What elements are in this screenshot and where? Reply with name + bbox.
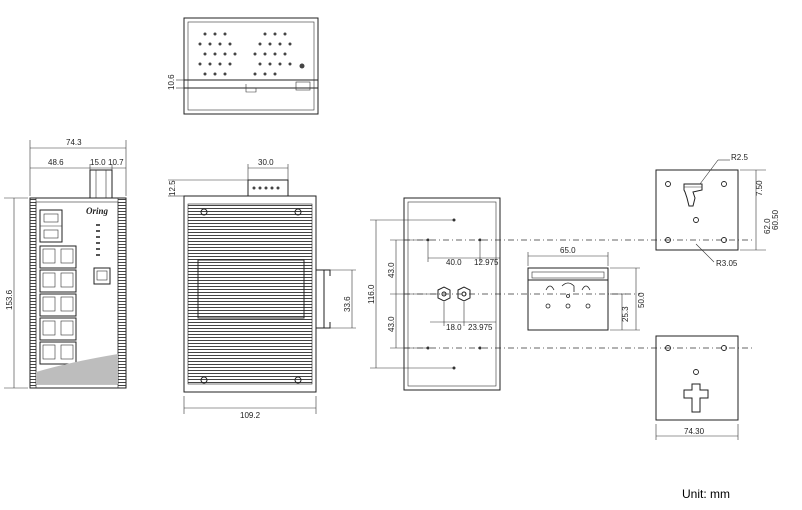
side-rail-height: 33.6 [343, 296, 352, 312]
wall-radius-upper: R2.5 [731, 153, 748, 162]
rear-height-upper: 43.0 [387, 262, 396, 278]
rear-hole-offset: 12.975 [474, 258, 499, 267]
wall-dim-b: 62.0 [763, 218, 772, 234]
front-width-left: 48.6 [48, 158, 64, 167]
front-width-right: 10.7 [108, 158, 124, 167]
wall-radius-lower: R3.05 [716, 259, 738, 268]
rear-screw-offset: 23.975 [468, 323, 493, 332]
clip-height: 50.0 [637, 292, 646, 308]
vent-holes [198, 32, 305, 76]
wall-plate-top: R2.5 R3.05 7.50 62.0 60.50 [655, 153, 780, 268]
side-width: 109.2 [240, 411, 261, 420]
front-swoosh [36, 354, 118, 384]
wall-dim-c: 60.50 [771, 209, 780, 230]
wall-plate-bottom: 74.30 [655, 335, 739, 440]
front-width-total: 74.3 [66, 138, 82, 147]
center-lines [404, 239, 752, 349]
front-height: 153.6 [5, 289, 14, 310]
rear-height-lower: 43.0 [387, 316, 396, 332]
side-fins-right [117, 197, 127, 389]
side-connector-offset: 12.5 [168, 180, 177, 196]
clip-width: 65.0 [560, 246, 576, 255]
front-width-mid: 15.0 [90, 158, 106, 167]
top-height-label: 10.6 [167, 74, 176, 90]
side-view: 30.0 12.5 33.6 109.2 [168, 158, 356, 420]
rear-hole-spacing: 40.0 [446, 258, 462, 267]
wall-dim-a: 7.50 [755, 180, 764, 196]
front-logo: Oring [86, 206, 109, 216]
clip-offset: 25.3 [621, 306, 630, 322]
din-rail-clip: 65.0 50.0 25.3 [527, 246, 646, 331]
rear-height-total: 116.0 [367, 284, 376, 304]
rj45-ports [39, 245, 77, 365]
led-indicators [96, 224, 100, 256]
rear-screw-spacing: 18.0 [446, 323, 462, 332]
top-view: 10.6 [167, 17, 319, 115]
side-connector-width: 30.0 [258, 158, 274, 167]
wall-bottom-width: 74.30 [684, 427, 705, 436]
side-fins-left [29, 197, 37, 389]
unit-label: Unit: mm [682, 487, 730, 501]
front-view: Oring 74.3 48.6 15.0 10.7 153.6 [4, 138, 127, 389]
